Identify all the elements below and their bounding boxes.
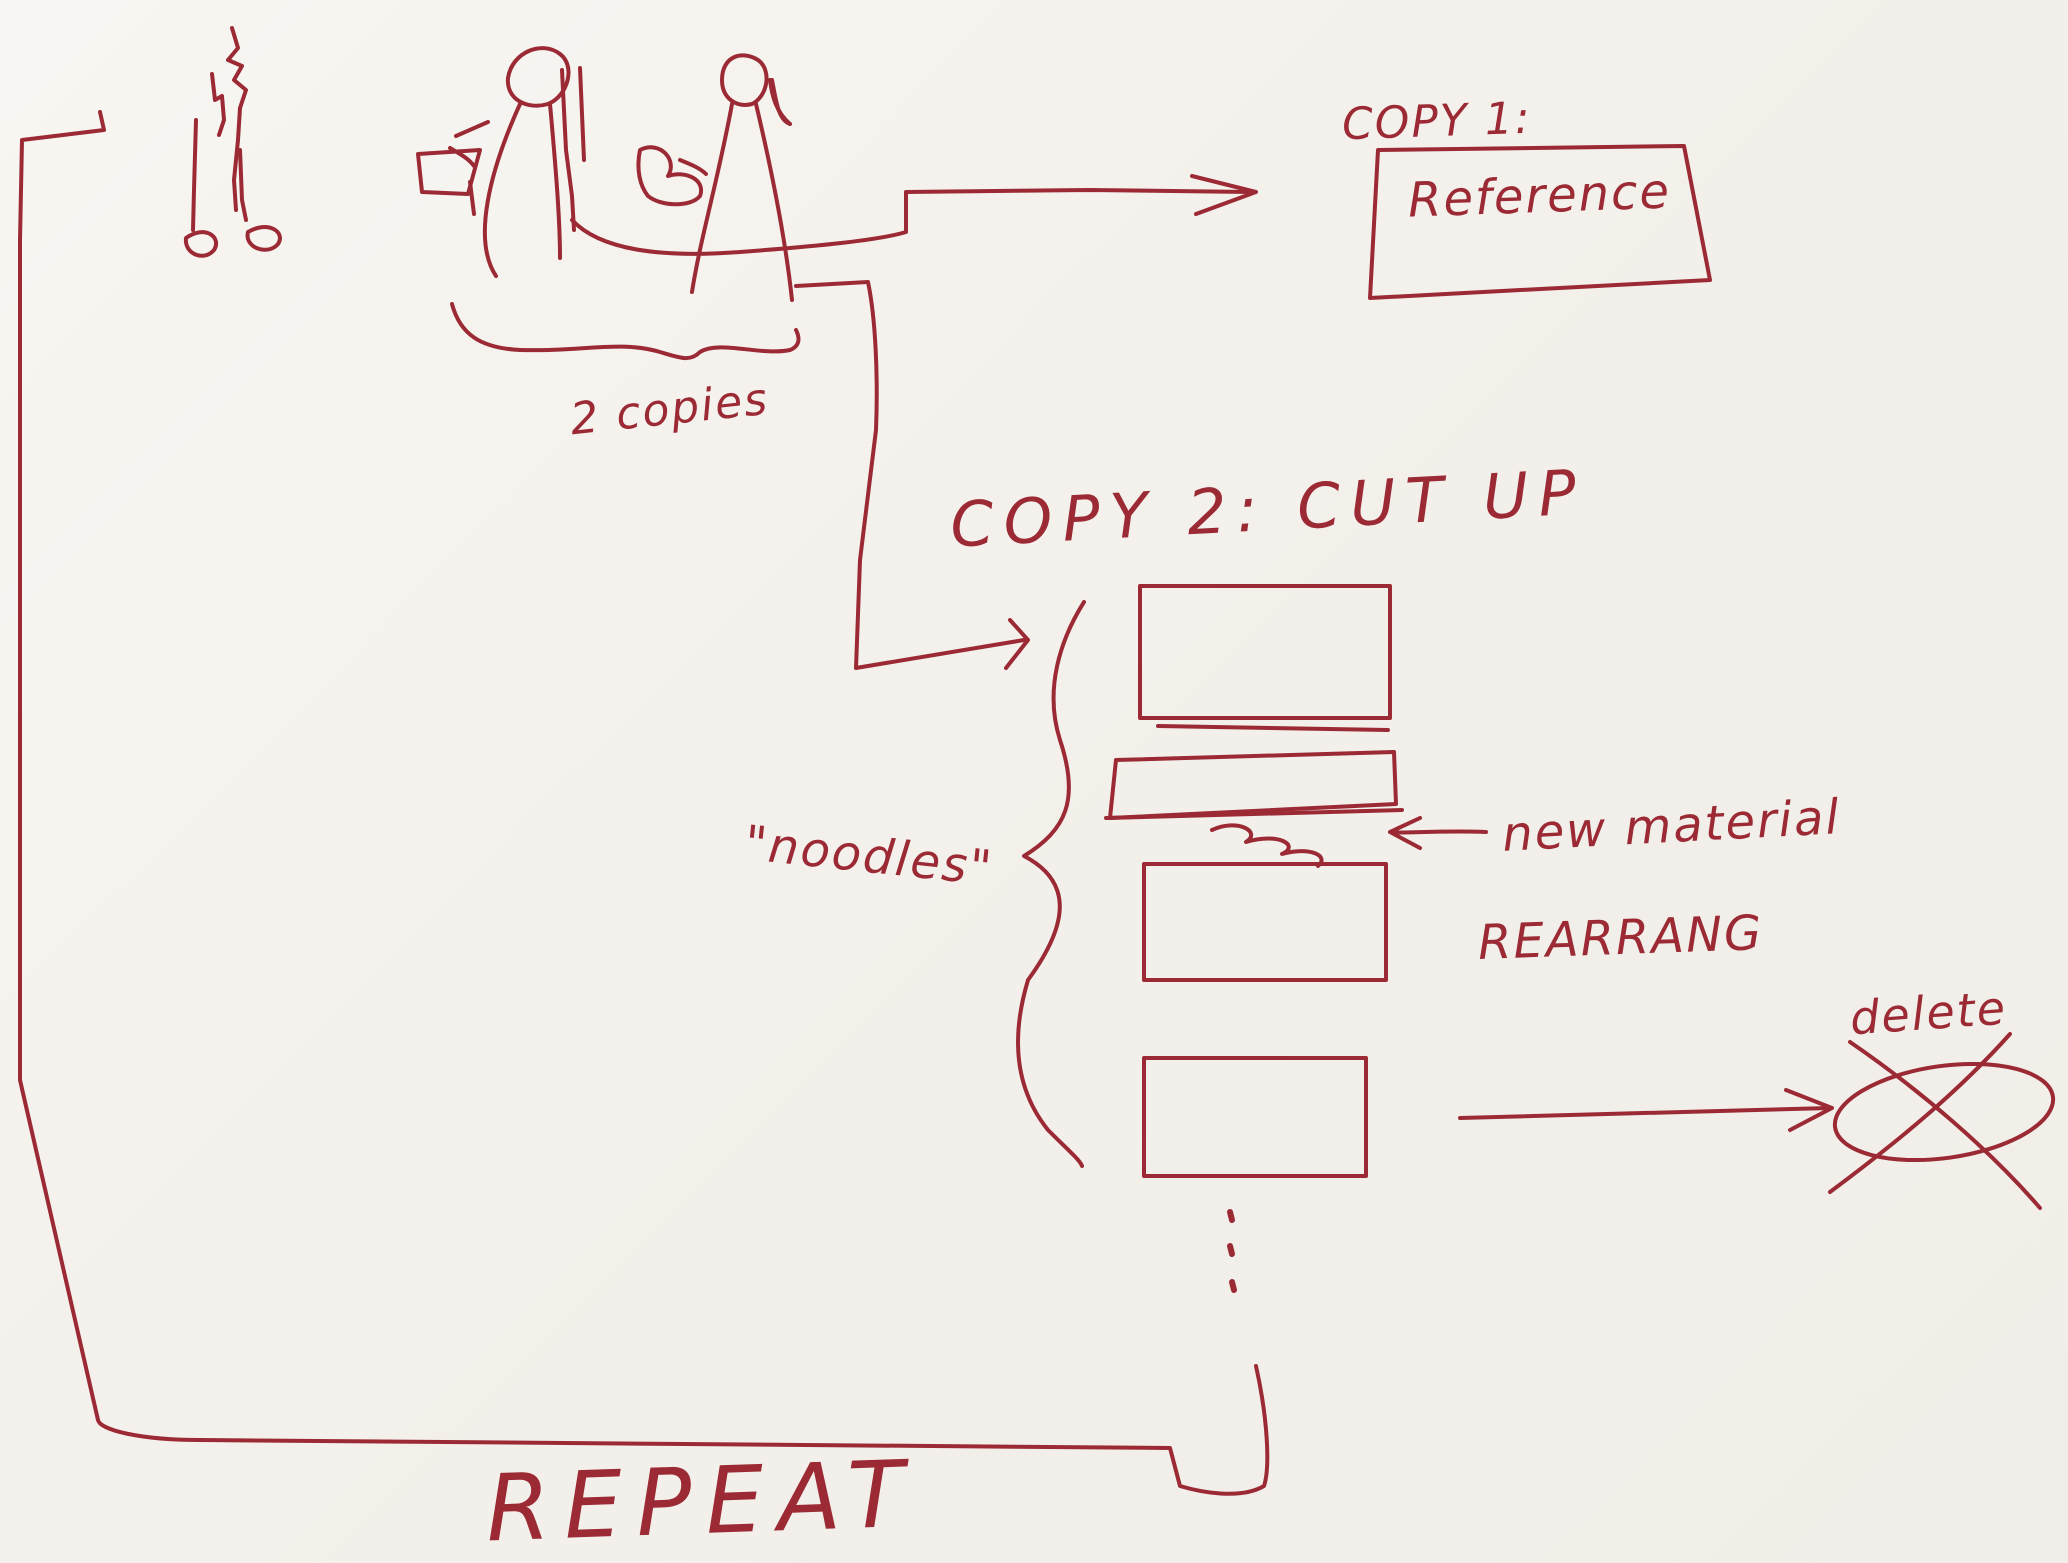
noodle-strips xyxy=(1104,584,1404,1178)
copy1-label: COPY 1: xyxy=(1341,92,1533,151)
noodle-strip xyxy=(1138,584,1392,720)
source-figure-icon xyxy=(183,26,282,258)
arrow-head-copy1 xyxy=(1190,174,1258,216)
arrow-to-delete xyxy=(1458,1088,1834,1132)
person-copying-icon xyxy=(636,53,794,302)
noodle-strip xyxy=(1142,862,1388,982)
rearrange-label: REARRANG xyxy=(1477,905,1765,971)
reference-box xyxy=(1368,144,1712,300)
vertical-ellipsis-icon xyxy=(1227,1209,1237,1293)
arrow-new-material xyxy=(1388,816,1488,850)
person-copying-icon xyxy=(416,46,586,278)
arrow-head-copy2 xyxy=(1004,618,1030,670)
repeat-label: REPEAT xyxy=(484,1440,920,1563)
crossed-out-bin-icon xyxy=(1828,1032,2056,1210)
delete-label: delete xyxy=(1848,980,2009,1046)
reference-label: Reference xyxy=(1407,163,1672,229)
noodle-strip xyxy=(1142,1056,1368,1178)
arrow-to-copy2 xyxy=(794,280,1026,670)
copies-brace xyxy=(450,302,801,360)
arrow-to-copy1 xyxy=(570,188,1252,256)
noodles-brace xyxy=(1015,600,1086,1168)
repeat-loop xyxy=(18,110,1270,1496)
